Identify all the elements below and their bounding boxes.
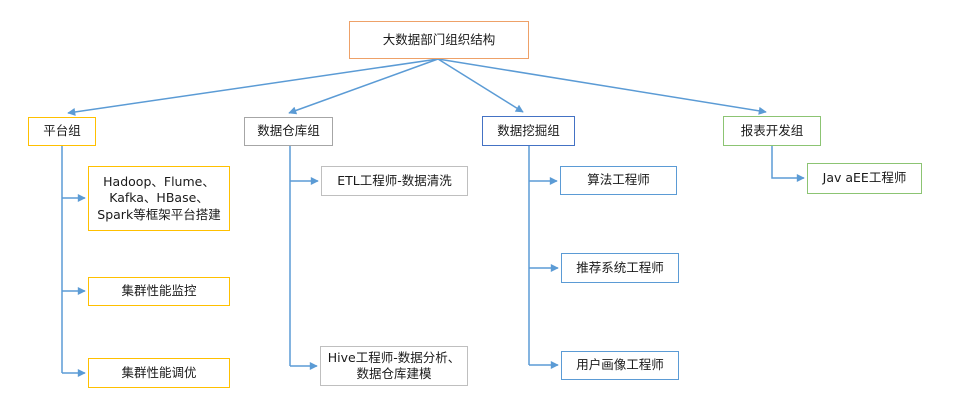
group-node-data-mining: 数据挖掘组 — [482, 116, 575, 146]
child-node-recommendation-engineer: 推荐系统工程师 — [561, 253, 679, 283]
connector-root-platform — [67, 58, 439, 116]
group-node-data-warehouse: 数据仓库组 — [244, 117, 333, 146]
connector-root-mining — [437, 58, 524, 113]
child-node-user-profile-engineer: 用户画像工程师 — [561, 351, 679, 380]
connector-root-warehouse — [288, 58, 439, 115]
child-node-cluster-monitoring: 集群性能监控 — [88, 277, 230, 306]
child-node-algorithm-engineer: 算法工程师 — [560, 166, 677, 195]
child-node-hive-engineer: Hive工程师-数据分析、数据仓库建模 — [320, 346, 468, 386]
child-node-etl-engineer: ETL工程师-数据清洗 — [321, 166, 468, 196]
connector-report-javaee — [771, 146, 805, 182]
connector-root-report — [437, 58, 767, 115]
group-node-report-dev: 报表开发组 — [723, 116, 821, 146]
child-node-framework-platform: Hadoop、Flume、Kafka、HBase、Spark等框架平台搭建 — [88, 166, 230, 231]
group-node-platform: 平台组 — [28, 117, 96, 146]
child-node-javaee-engineer: Jav aEE工程师 — [807, 163, 922, 194]
root-node-title: 大数据部门组织结构 — [349, 21, 529, 59]
child-node-cluster-tuning: 集群性能调优 — [88, 358, 230, 388]
